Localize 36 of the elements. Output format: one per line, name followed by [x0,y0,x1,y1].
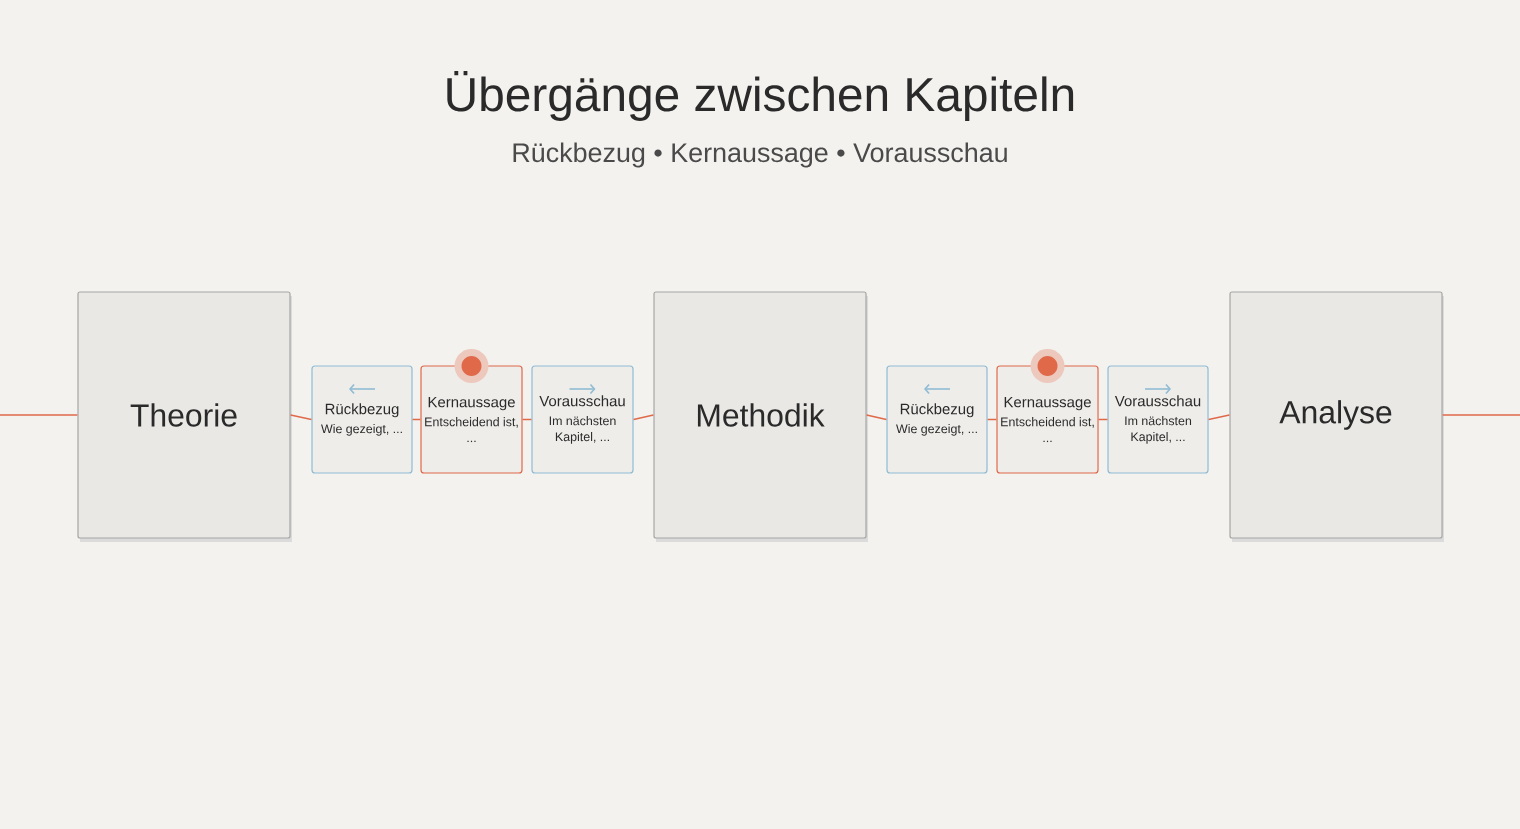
step-text: Wie gezeigt, ... [321,424,402,436]
step-text: Entscheidend ist, ... [1001,417,1094,443]
step-text: Im nächsten Kapitel, ... [1125,416,1192,444]
subtitle: Rückbezug • Kernaussage • Vorausschau [513,142,1007,168]
connector-line [521,418,533,421]
chapter-title: Theorie [130,403,237,427]
connector-line [986,418,998,421]
chapter-box [1229,291,1444,542]
step-box [420,365,523,474]
step-text: Im nächsten Kapitel, ... [549,416,616,444]
step-box [996,365,1099,474]
step-text: Wie gezeigt, ... [896,424,977,436]
chapter-title: Methodik [697,403,825,427]
connector-line [1097,418,1109,421]
chapter-box [653,291,868,542]
step-title: Vorausschau [539,395,625,407]
step-title: Vorausschau [1114,395,1201,407]
chapter-title: Analyse [1279,400,1392,430]
step-title: Rückbezug [900,403,974,418]
connector-line [1207,414,1231,421]
step-text: Entscheidend ist, ... [425,417,518,443]
step-box [311,365,413,474]
step-title: Kernaussage [1004,396,1091,411]
chapter-box [77,291,292,542]
step-title: Rückbezug [325,403,399,418]
connector-line [289,414,313,421]
connector-line [1441,414,1520,416]
step-box [1107,365,1209,474]
step-box [886,365,988,474]
connector-line [632,414,655,421]
connector-line [411,418,422,421]
connector-line [865,414,888,421]
connector-line [0,414,79,416]
step-title: Kernaussage [428,396,515,411]
step-box [531,365,634,474]
title: Übergänge zwischen Kapiteln [447,71,1074,121]
